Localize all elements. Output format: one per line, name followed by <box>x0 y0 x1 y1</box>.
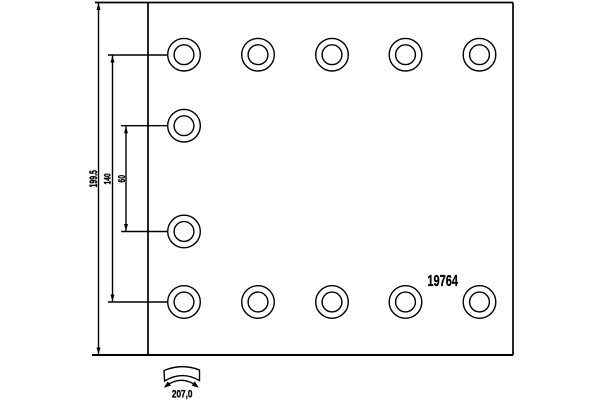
svg-text:60: 60 <box>116 175 128 183</box>
svg-text:140: 140 <box>102 173 112 184</box>
svg-text:207,0: 207,0 <box>172 388 193 400</box>
svg-text:199.5: 199.5 <box>87 170 99 187</box>
svg-text:19764: 19764 <box>427 272 458 289</box>
